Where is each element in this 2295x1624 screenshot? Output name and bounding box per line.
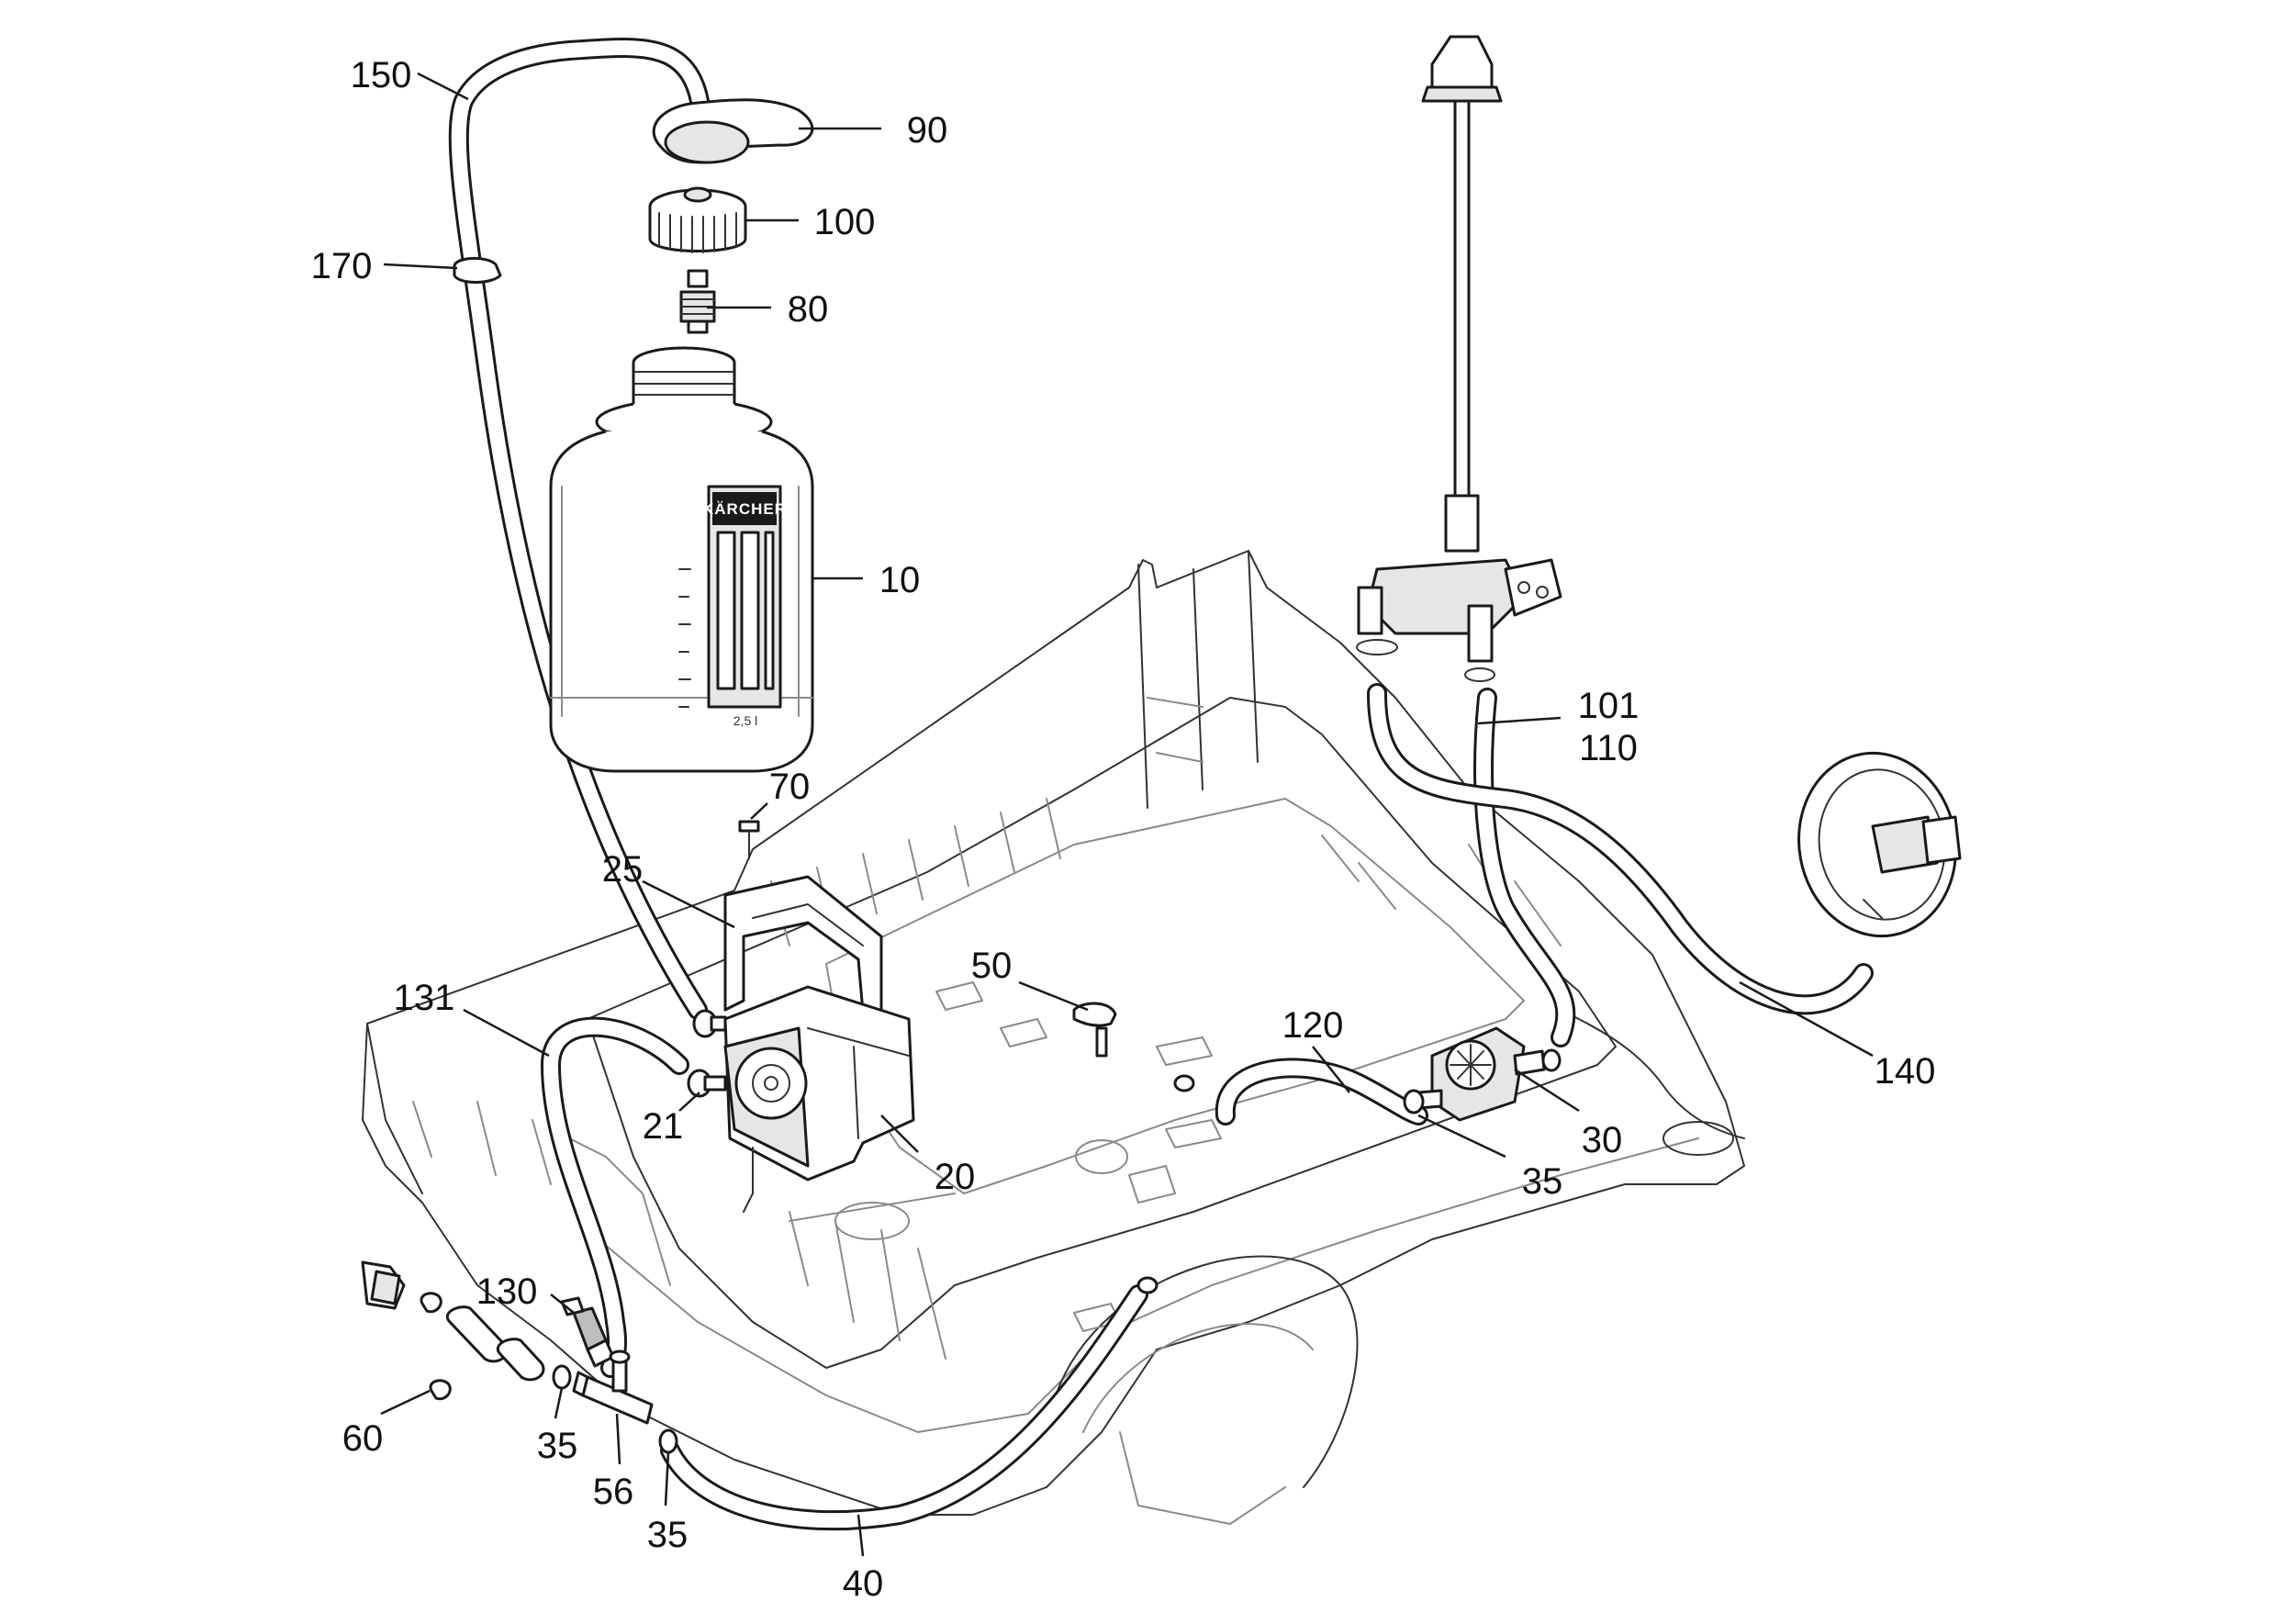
callout-60: 70 [769,767,811,807]
callout-30: 30 [1582,1120,1623,1160]
suction-filter-70 [679,269,716,334]
callout-140: 150 [351,55,412,95]
hose-clamp-35 [552,1074,1195,1454]
valve-30 [1403,1026,1562,1122]
hose-connector [361,1260,406,1310]
hose-sections [446,1305,545,1382]
canister-10: KÄRCHER 2,5 l [549,346,814,773]
hose-150 [1367,683,1874,1015]
hose-120 [660,1284,1148,1531]
callout-80: 90 [907,110,948,151]
callout-10: 10 [879,560,921,600]
canister-brand-label: KÄRCHER [702,500,787,518]
check-valve-131 [560,1296,615,1368]
t-piece-50 [572,1350,654,1425]
callout-50: 56 [593,1472,634,1512]
hose-110 [1215,1058,1428,1126]
hose-clamp-56 [420,1292,452,1401]
leader-lines [380,72,1874,1557]
callout-110: 120 [1282,1005,1344,1046]
hose-130 [541,1016,689,1378]
callout-120: 40 [843,1563,884,1604]
hose-100-101 [1473,688,1576,1047]
cable-clip-40 [1072,1002,1117,1058]
callout-170: 170 [311,246,373,286]
callout-130: 131 [394,978,455,1018]
dosing-pump-20 [723,985,915,1213]
hose-clip-170 [453,257,502,284]
callout-90: 100 [814,202,876,242]
callout-21: 21 [643,1106,684,1147]
callout-56: 60 [342,1418,384,1459]
pump-bracket-25 [723,875,883,1067]
callout-35-bottom: 35 [647,1515,688,1555]
canister-cap-90 [648,186,747,253]
callout-101: 110 [1579,728,1638,768]
callout-70: 80 [788,289,829,330]
hose-clamp-21 [687,1009,727,1098]
screw-60 [738,820,760,859]
callout-131: 130 [476,1271,538,1312]
callout-35-valve: 35 [1522,1161,1563,1202]
callout-labels: 150 90 100 80 170 10 101 110 70 25 50 12… [311,55,1936,1604]
callout-100: 101 [1578,686,1640,726]
callout-150: 140 [1875,1051,1936,1092]
callout-40: 50 [971,946,1013,986]
canister-volume-mark: 2,5 l [733,713,757,728]
callout-35-left: 35 [537,1426,578,1466]
holder-80 [652,98,814,164]
tank-cap [1797,751,1962,938]
switch-rod-assembly [1356,35,1562,682]
callout-20: 20 [935,1157,976,1197]
callout-25: 25 [602,849,644,890]
